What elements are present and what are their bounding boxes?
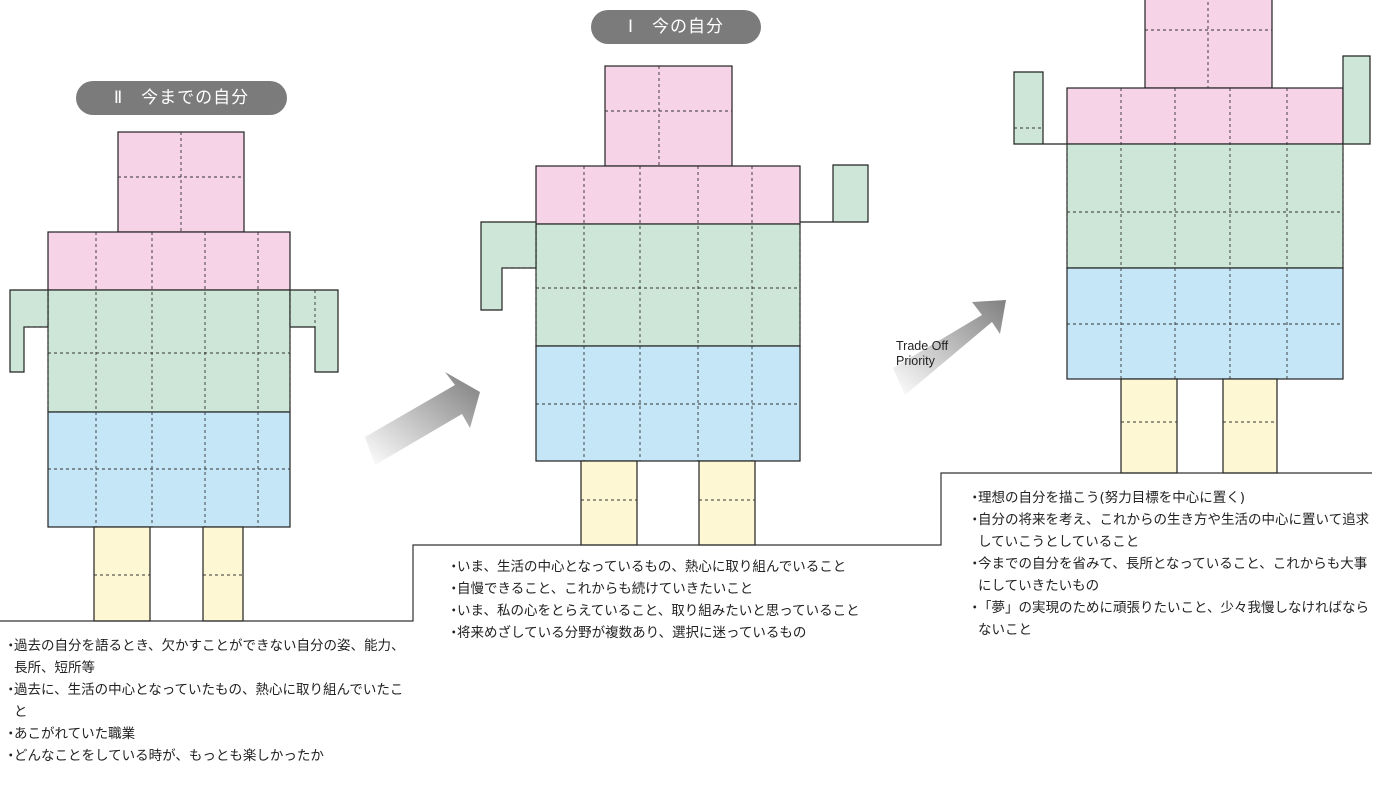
current-right-arm (800, 164, 869, 223)
ideal-item-4: 「夢」の実現のために頑張りたいこと、少々我慢しなければならないこと (968, 597, 1378, 641)
ideal-right-leg (1222, 378, 1278, 474)
current-item-2: 自慢できること、これからも続けていきたいこと (447, 578, 917, 600)
ideal-item-1: 理想の自分を描こう(努力目標を中心に置く) (968, 487, 1378, 509)
current-right-leg (698, 460, 756, 546)
past-item-1: 過去の自分を語るとき、欠かすことができない自分の姿、能力、長所、短所等 (4, 635, 412, 679)
ideal-left-arm (1013, 71, 1067, 145)
trade-off-label: Trade Off Priority (896, 339, 948, 369)
ideal-self-description: 理想の自分を描こう(努力目標を中心に置く) 自分の将来を考え、これからの生き方や… (968, 487, 1378, 641)
current-left-arm (480, 221, 537, 311)
current-head (604, 65, 733, 167)
current-self-label: Ⅰ 今の自分 (591, 10, 761, 44)
ground-line (0, 472, 1372, 622)
ideal-shoulders (1066, 87, 1344, 145)
current-item-1: いま、生活の中心となっているもの、熱心に取り組んでいること (447, 556, 917, 578)
ideal-head (1144, 0, 1273, 89)
current-torso-blue (535, 345, 801, 462)
past-right-leg (202, 526, 244, 622)
past-torso-blue (47, 411, 291, 528)
current-left-leg (580, 460, 638, 546)
past-item-3: あこがれていた職業 (4, 723, 412, 745)
transition-arrow-2 (893, 300, 1006, 395)
past-item-4: どんなことをしている時が、もっとも楽しかったか (4, 745, 412, 767)
past-left-leg (93, 526, 151, 622)
ideal-right-arm (1342, 55, 1371, 145)
current-self-description: いま、生活の中心となっているもの、熱心に取り組んでいること 自慢できること、これ… (447, 556, 917, 644)
past-item-2: 過去に、生活の中心となっていたもの、熱心に取り組んでいたこと (4, 679, 412, 723)
ideal-left-leg (1120, 378, 1178, 474)
ideal-item-3: 今までの自分を省みて、長所となっていること、これからも大事にしていきたいもの (968, 553, 1378, 597)
figure-past-self (9, 131, 339, 622)
ideal-torso-green (1066, 143, 1344, 269)
transition-arrow-1 (365, 372, 480, 465)
current-shoulders (535, 165, 801, 225)
current-torso-green (535, 223, 801, 347)
priority-line: Priority (896, 354, 935, 368)
trade-off-line: Trade Off (896, 339, 949, 353)
ideal-item-2: 自分の将来を考え、これからの生き方や生活の中心に置いて追求していこうとしているこ… (968, 509, 1378, 553)
past-right-arm (289, 289, 339, 373)
current-item-4: 将来めざしている分野が複数あり、選択に迷っているもの (447, 622, 917, 644)
figure-ideal-self (1013, 0, 1371, 474)
figure-current-self (480, 65, 869, 546)
ideal-torso-blue (1066, 267, 1344, 380)
past-self-label: Ⅱ 今までの自分 (76, 81, 287, 115)
past-shoulders (47, 231, 291, 291)
past-torso-green (47, 289, 291, 413)
past-left-arm (9, 289, 49, 373)
current-item-3: いま、私の心をとらえていること、取り組みたいと思っていること (447, 600, 917, 622)
past-self-description: 過去の自分を語るとき、欠かすことができない自分の姿、能力、長所、短所等 過去に、… (4, 635, 412, 767)
